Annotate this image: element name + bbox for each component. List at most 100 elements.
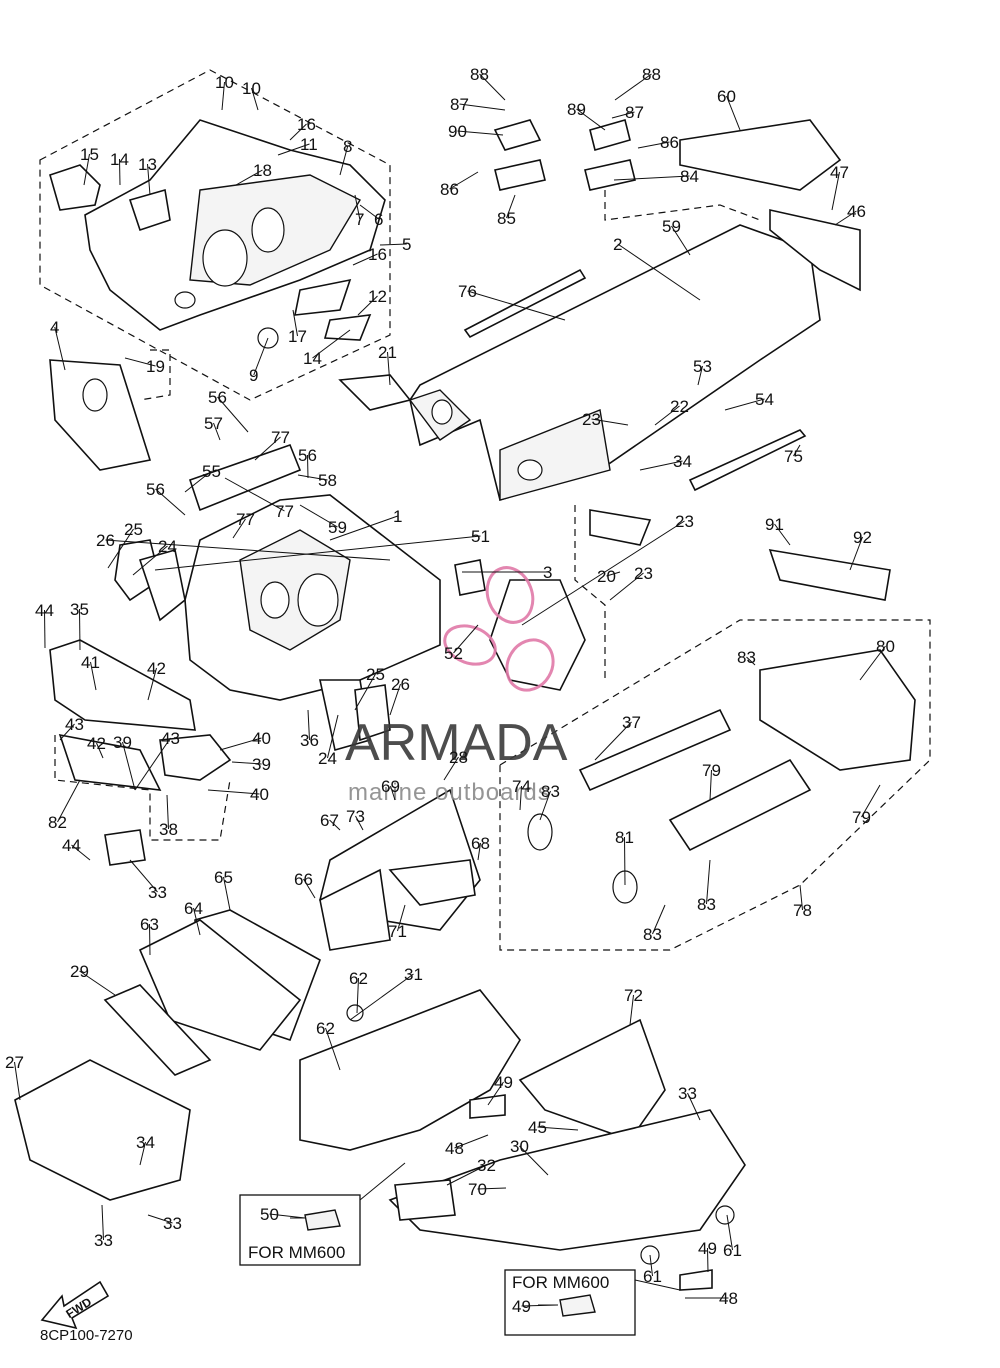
callout-34: 34 [136,1133,155,1152]
group-boundary-84 [604,190,761,221]
callout-leader-62 [356,977,359,1014]
callout-10: 10 [242,79,261,98]
sub-frame-assembly [49,119,412,471]
callout-53: 53 [693,357,712,376]
callout-leader-24 [132,545,168,576]
callout-48: 48 [445,1139,464,1158]
callout-leader-65 [223,876,231,911]
callout-36: 36 [300,731,319,750]
watermark-title: ARMADA [345,714,568,772]
callout-leader-34 [139,1141,146,1166]
callout-leader-73 [355,815,364,831]
callout-52: 52 [444,644,463,663]
callout-56: 56 [208,388,227,407]
callout-85: 85 [497,209,516,228]
callout-leader-14 [119,158,121,186]
callout-leaders [14,73,886,1307]
callout-62: 62 [349,969,368,988]
callout-42: 42 [147,659,166,678]
note-label-mm600-part-50: FOR MM600 [248,1243,345,1262]
callout-leader-83 [539,790,551,821]
callout-leader-89 [576,108,606,131]
callout-25: 25 [124,520,143,539]
callout-72: 72 [624,986,643,1005]
callout-leader-10 [251,87,259,111]
callout-leader-78 [799,884,803,911]
callout-74: 74 [512,777,531,796]
callout-92: 92 [853,528,872,547]
callout-leader-27 [14,1061,21,1101]
callout-leader-92 [849,536,863,571]
callout-leader-1 [329,515,398,541]
callout-leader-77 [224,477,285,512]
callout-90: 90 [448,122,467,141]
callout-leader-49 [521,1304,559,1307]
callout-35: 35 [70,600,89,619]
group-boundary-4 [139,349,171,401]
callout-77: 77 [271,428,290,447]
callout-73: 73 [346,807,365,826]
callout-leader-33 [147,1214,173,1224]
callout-leader-83 [706,859,711,905]
callout-leader-48 [454,1134,489,1149]
callout-82: 82 [48,813,67,832]
callout-86: 86 [660,133,679,152]
callout-leader-87 [459,103,506,111]
callout-88: 88 [642,65,661,84]
callout-leader-83 [652,904,666,935]
callout-61: 61 [723,1241,742,1260]
callout-88: 88 [470,65,489,84]
callout-59: 59 [662,217,681,236]
callout-5: 5 [402,235,411,254]
callout-6: 6 [374,210,383,229]
callout-44: 44 [35,601,54,620]
callout-leader-25 [354,673,376,711]
callout-40: 40 [250,785,269,804]
callout-55: 55 [202,462,221,481]
callout-leader-81 [624,836,626,886]
callout-leader-56 [307,454,309,479]
callout-42: 42 [87,734,106,753]
callout-79: 79 [852,808,871,827]
callout-leader-83 [746,656,756,666]
callout-81: 81 [615,828,634,847]
callout-leader-31 [349,973,414,1021]
callout-leader-6 [359,204,380,220]
callout-leader-30 [519,1145,549,1176]
callout-leader-49 [707,1247,709,1273]
callout-leader-23 [609,572,644,601]
callout-32: 32 [477,1156,496,1175]
callout-leader-56 [155,488,186,516]
callout-58: 58 [318,471,337,490]
callout-39: 39 [113,733,132,752]
callout-34: 34 [673,452,692,471]
callout-31: 31 [404,965,423,984]
callout-60: 60 [717,87,736,106]
callout-68: 68 [471,834,490,853]
callout-23: 23 [582,410,601,429]
callout-45: 45 [528,1118,547,1137]
watermark: ARMADA marine outboards [345,566,568,806]
callout-leader-88 [479,73,506,101]
callout-leader-34 [639,460,683,471]
callout-leader-25 [107,528,134,569]
callout-83: 83 [643,925,662,944]
callout-leader-12 [357,295,378,316]
callout-77: 77 [275,502,294,521]
callout-leader-32 [446,1164,487,1186]
callout-18: 18 [253,161,272,180]
callout-25: 25 [366,665,385,684]
callout-43: 43 [161,729,180,748]
callout-24: 24 [318,749,337,768]
callout-70: 70 [468,1180,487,1199]
callout-leader-9 [253,337,269,376]
callout-leader-55 [184,470,212,493]
callout-leader-69 [390,785,396,801]
callout-65: 65 [214,868,233,887]
callout-leader-74 [519,785,522,811]
callout-64: 64 [184,899,203,918]
callout-10: 10 [215,73,234,92]
callout-41: 41 [81,653,100,672]
